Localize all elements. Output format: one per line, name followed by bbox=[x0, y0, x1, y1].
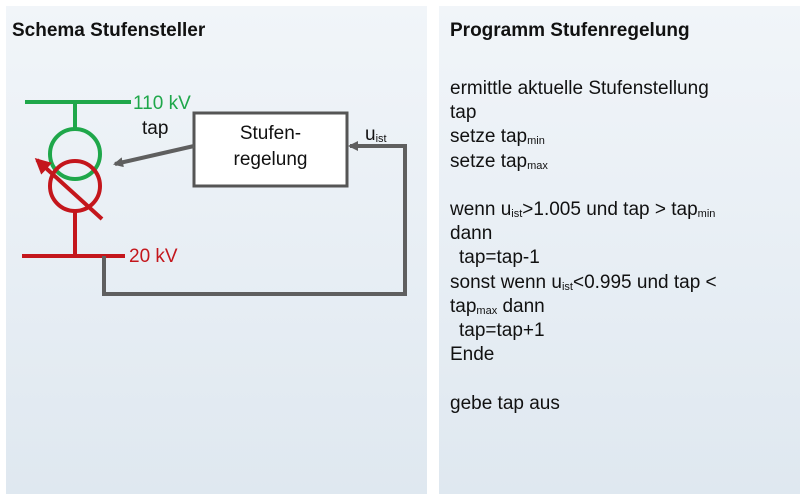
voltage-20kv-label: 20 kV bbox=[129, 246, 178, 267]
program-subscript: max bbox=[527, 159, 548, 172]
program-panel: Programm Stufenregelung ermittle aktuell… bbox=[439, 6, 800, 494]
program-line: wenn uist>1.005 und tap > tapmin bbox=[450, 198, 795, 222]
program-text: setze tap bbox=[450, 150, 528, 172]
program-line: sonst wenn uist<0.995 und tap < bbox=[450, 271, 795, 295]
program-line: setze tapmax bbox=[450, 150, 795, 174]
feedback-loop bbox=[102, 141, 407, 296]
program-text: tap bbox=[450, 295, 477, 317]
program-line: tap=tap+1 bbox=[459, 320, 545, 342]
program-subscript: ist bbox=[511, 208, 523, 220]
tap-signal-line bbox=[113, 144, 195, 168]
program-line: Ende bbox=[450, 344, 495, 366]
program-subscript: min bbox=[527, 135, 545, 148]
program-line: tap bbox=[450, 102, 477, 124]
program-text: <0.995 und tap < bbox=[572, 271, 717, 293]
u-ist-sub: ist bbox=[375, 133, 387, 145]
program-line: dann bbox=[450, 223, 493, 245]
schema-panel: Schema Stufensteller 110 kV 20 kV ta bbox=[6, 6, 427, 494]
lv-winding-circle bbox=[48, 159, 102, 213]
blank-line bbox=[450, 174, 795, 198]
program-subscript: min bbox=[697, 208, 716, 220]
program-text: dann bbox=[497, 295, 545, 317]
program-line: tapmax dann bbox=[450, 295, 795, 319]
blank-line bbox=[450, 367, 795, 391]
program-text: sonst wenn u bbox=[450, 271, 562, 293]
controller-label: Stufen- regelung bbox=[194, 121, 347, 173]
program-title: Programm Stufenregelung bbox=[450, 20, 690, 41]
program-subscript: max bbox=[476, 304, 498, 317]
program-line: ermittle aktuelle Stufenstellung bbox=[450, 78, 709, 99]
tap-adjust-arrow bbox=[34, 157, 104, 221]
program-text: setze tap bbox=[450, 126, 528, 148]
tap-label: tap bbox=[142, 118, 169, 139]
schema-title: Schema Stufensteller bbox=[12, 20, 206, 41]
program-line: gebe tap aus bbox=[450, 392, 560, 414]
controller-label-line1: Stufen- bbox=[239, 123, 302, 144]
controller-box bbox=[192, 111, 349, 188]
program-subscript: ist bbox=[561, 280, 573, 293]
program-line: tap=tap-1 bbox=[459, 247, 540, 269]
voltage-110kv-label: 110 kV bbox=[133, 93, 191, 114]
program-text: wenn u bbox=[450, 199, 512, 220]
u-ist-base: u bbox=[365, 124, 376, 145]
u-ist-label: uist bbox=[365, 124, 387, 146]
program-text: >1.005 und tap > tap bbox=[522, 199, 698, 220]
program-line: setze tapmin bbox=[450, 125, 795, 149]
controller-label-line2: regelung bbox=[233, 149, 308, 170]
program-code: ermittle aktuelle Stufenstellung tap set… bbox=[450, 77, 795, 416]
hv-winding-circle bbox=[48, 127, 102, 181]
tap-changer-schematic bbox=[22, 100, 407, 296]
